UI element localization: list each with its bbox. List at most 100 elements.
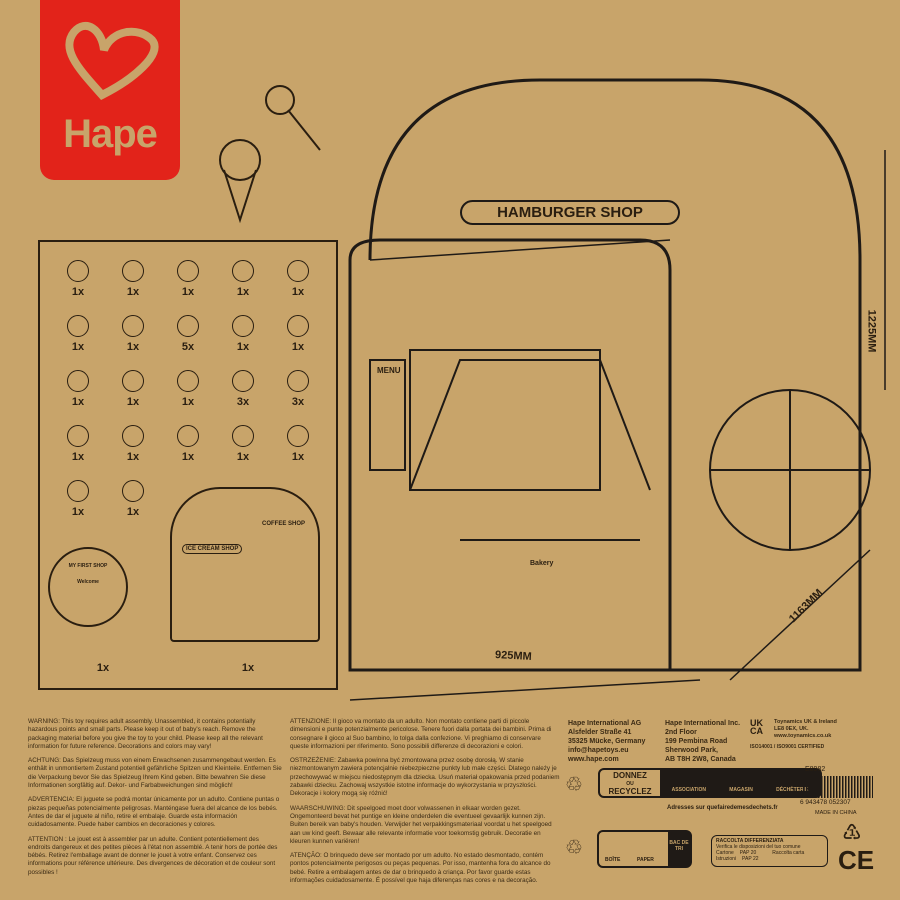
raccolta-sub: Verifica le disposizioni del tuo comune bbox=[716, 844, 801, 850]
part-quantity: 5x bbox=[181, 341, 195, 353]
product-code: E8982 bbox=[805, 766, 826, 773]
bakery-sign: Bakery bbox=[530, 560, 554, 567]
part-icon bbox=[67, 370, 89, 392]
raccolta-title: RACCOLTA DIFFERENZIATA bbox=[716, 838, 784, 844]
part-icon bbox=[177, 315, 199, 337]
heart-icon bbox=[65, 22, 159, 100]
address-line: Alsfelder Straße 41 bbox=[568, 729, 632, 736]
menu-board: MENU bbox=[377, 366, 401, 375]
part-item: 1x bbox=[50, 370, 106, 408]
height-dimension: 1225MM bbox=[865, 309, 878, 353]
barcode bbox=[803, 776, 873, 798]
part-item: 1x bbox=[160, 370, 216, 408]
ukca-mark: UK CA bbox=[750, 718, 763, 736]
part-item: 1x bbox=[105, 425, 161, 463]
width-dimension: 925MM bbox=[494, 649, 532, 663]
part-icon bbox=[67, 480, 89, 502]
part-icon bbox=[232, 425, 254, 447]
iso-cert: ISO14001 / ISO9001 CERTIFIED bbox=[750, 744, 825, 750]
part-icon bbox=[122, 260, 144, 282]
boite-label: BOÎTE bbox=[605, 857, 621, 863]
address-line: Sherwood Park, bbox=[665, 747, 718, 754]
recycle-icon: ♳ bbox=[842, 820, 862, 845]
part-quantity: 1x bbox=[126, 451, 140, 463]
bag-title: MY FIRST SHOP bbox=[68, 563, 108, 569]
bag-sign: Welcome bbox=[77, 579, 99, 585]
recycling-url: Adresses sur quefairedemesdechets.fr bbox=[667, 805, 778, 811]
paper-label: PAPER bbox=[637, 857, 654, 863]
part-item: 1x bbox=[270, 260, 326, 298]
part-quantity: 1x bbox=[71, 396, 85, 408]
part-item: 1x bbox=[105, 260, 161, 298]
bag-quantity: 1x bbox=[96, 662, 110, 674]
ukca-line: LE8 0EX, UK. bbox=[774, 726, 809, 732]
part-item: 1x bbox=[270, 315, 326, 353]
part-item: 1x bbox=[105, 370, 161, 408]
barcode-number: 6 943478 052307 bbox=[800, 799, 851, 806]
part-quantity: 1x bbox=[236, 341, 250, 353]
part-item: 3x bbox=[270, 370, 326, 408]
ice-cream-scoop-illustration bbox=[219, 85, 321, 224]
hape-logo: Hape bbox=[40, 0, 180, 180]
part-quantity: 1x bbox=[71, 451, 85, 463]
part-icon bbox=[67, 260, 89, 282]
part-quantity: 3x bbox=[236, 396, 250, 408]
shop-sign: HAMBURGER SHOP bbox=[460, 200, 680, 225]
part-item: 1x bbox=[215, 260, 271, 298]
donnez-label: DONNEZ bbox=[613, 771, 647, 780]
address-line: www.hape.com bbox=[568, 756, 619, 763]
part-item: 5x bbox=[160, 315, 216, 353]
warning-text: ATTENZIONE: Il gioco va montato da un ad… bbox=[290, 718, 552, 750]
part-quantity: 1x bbox=[236, 451, 250, 463]
part-quantity: 1x bbox=[291, 286, 305, 298]
it-cell: PAP 22 bbox=[742, 856, 759, 862]
address-line: 35325 Mücke, Germany bbox=[568, 738, 646, 745]
part-quantity: 1x bbox=[71, 286, 85, 298]
part-quantity: 3x bbox=[291, 396, 305, 408]
part-quantity: 1x bbox=[291, 341, 305, 353]
part-item: 1x bbox=[50, 260, 106, 298]
warning-text: OSTRZEŻENIE: Zabawka powinna być zmontow… bbox=[290, 757, 560, 798]
address-line: 2nd Floor bbox=[665, 729, 697, 736]
magasin-label: MAGASIN bbox=[729, 787, 753, 793]
ice-cream-shop-label: ICE CREAM SHOP bbox=[182, 544, 243, 554]
part-item: 1x bbox=[50, 425, 106, 463]
part-icon bbox=[122, 315, 144, 337]
part-icon bbox=[287, 370, 309, 392]
part-icon bbox=[287, 315, 309, 337]
part-icon bbox=[67, 315, 89, 337]
ukca-line: www.toynamics.co.uk bbox=[774, 733, 832, 739]
part-quantity: 1x bbox=[236, 286, 250, 298]
part-item: 1x bbox=[50, 480, 106, 518]
warning-text: ACHTUNG: Das Spielzeug muss von einem Er… bbox=[28, 757, 282, 790]
part-quantity: 1x bbox=[181, 451, 195, 463]
part-icon bbox=[287, 260, 309, 282]
part-item: 3x bbox=[215, 370, 271, 408]
part-icon bbox=[177, 425, 199, 447]
warning-text: WAARSCHUWING: Dit speelgoed moet door vo… bbox=[290, 804, 552, 845]
part-icon bbox=[232, 260, 254, 282]
brand-name: Hape bbox=[63, 112, 158, 156]
part-item: 1x bbox=[105, 315, 161, 353]
part-icon bbox=[177, 260, 199, 282]
address-line: info@hapetoys.eu bbox=[568, 747, 629, 754]
triman-icon: ♲ bbox=[565, 774, 583, 796]
part-quantity: 1x bbox=[126, 341, 140, 353]
part-quantity: 1x bbox=[181, 396, 195, 408]
recyclez-label: RECYCLEZ bbox=[608, 787, 652, 796]
storage-bag: MY FIRST SHOP Welcome bbox=[48, 547, 128, 627]
part-icon bbox=[287, 425, 309, 447]
part-quantity: 1x bbox=[126, 506, 140, 518]
it-cell: PAP 20 bbox=[739, 850, 757, 856]
part-icon bbox=[232, 315, 254, 337]
part-icon bbox=[67, 425, 89, 447]
shop-quantity: 1x bbox=[241, 662, 255, 674]
it-cell: Raccolta carta bbox=[772, 850, 805, 856]
part-item: 1x bbox=[160, 260, 216, 298]
address-line: AB T8H 2W8, Canada bbox=[665, 756, 736, 763]
